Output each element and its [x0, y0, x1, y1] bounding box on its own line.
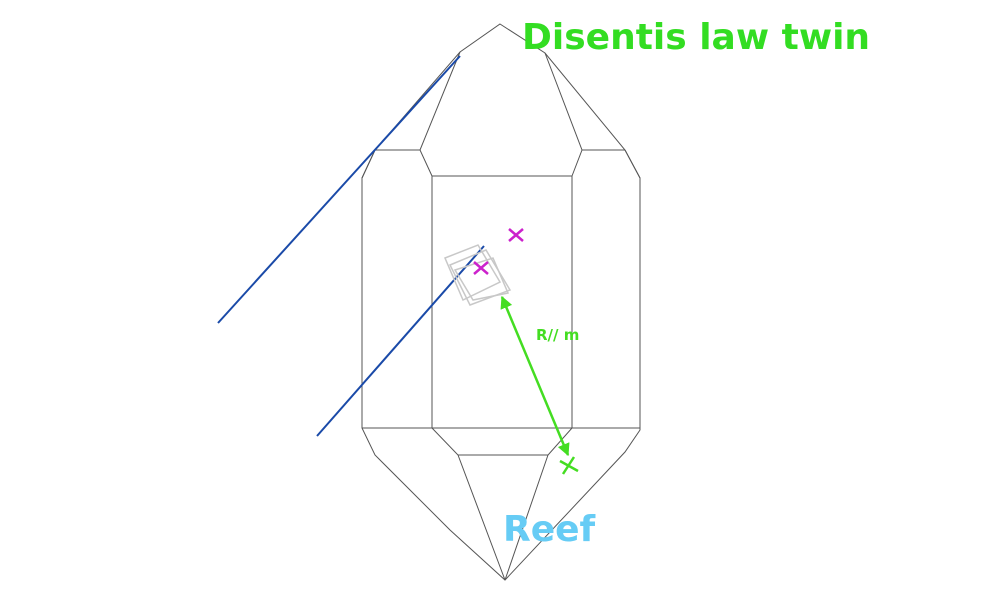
quartz-crystal-outline	[361, 23, 641, 581]
face-edge-right-upper	[624, 149, 641, 179]
inset-square-a	[444, 244, 502, 302]
diagram-caption: Reef	[503, 509, 596, 550]
face-edge-left-upper	[361, 149, 376, 179]
face-edge-bottom-right	[504, 427, 640, 581]
inset-square-b	[448, 249, 512, 306]
face-edge-top-right	[544, 52, 583, 177]
marker-lower	[473, 261, 489, 275]
double-arrow-icon	[500, 295, 579, 475]
diagram-title: Disentis law twin	[522, 17, 871, 58]
cut-line-lower	[316, 245, 485, 437]
r-axis-arrow	[500, 295, 570, 457]
axis-label: R// m	[536, 326, 580, 344]
cut-line-upper	[217, 55, 461, 324]
twin-inset-sketch	[444, 244, 512, 306]
crystal-center-face	[431, 175, 573, 429]
crystal-silhouette	[361, 23, 641, 581]
inset-square-c	[453, 257, 510, 301]
green-x-marker	[559, 456, 579, 475]
cut-lines	[217, 55, 485, 437]
marker-upper	[508, 228, 524, 242]
face-edge-bottom-left	[362, 427, 506, 581]
face-edge-top-left	[419, 51, 461, 177]
x-marker-icon	[473, 228, 524, 275]
